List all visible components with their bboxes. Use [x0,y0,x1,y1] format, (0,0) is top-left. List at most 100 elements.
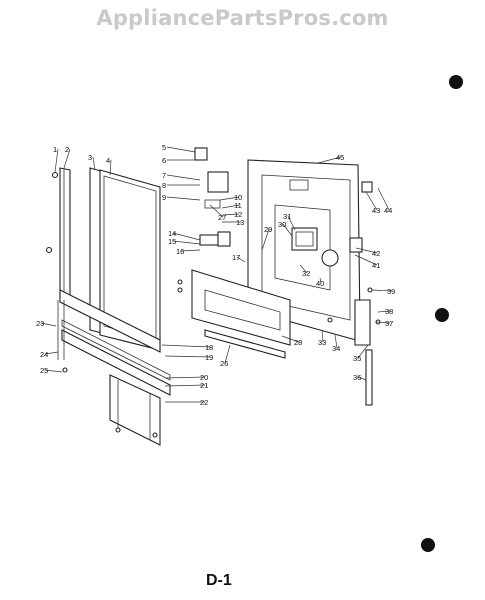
callout-leader-45 [317,156,342,164]
callout-leader-24 [44,351,59,355]
callout-leader-15 [172,240,201,245]
callout-label-3: 3 [88,153,92,162]
callout-label-7: 7 [162,171,166,180]
callout-leader-7 [166,174,201,181]
callout-label-37: 37 [385,319,393,328]
page-code: D-1 [206,572,232,589]
callout-label-12: 12 [234,210,242,219]
callout-leader-39 [371,289,393,292]
callout-label-42: 42 [372,249,380,258]
kick-plate [109,374,161,446]
callout-label-35: 35 [353,354,361,363]
callout-label-36: 36 [353,373,361,382]
registration-dot-middle [435,308,449,322]
callout-leader-35 [357,344,369,359]
callout-leader-lines [40,146,393,403]
callout-label-34: 34 [332,344,340,353]
callout-leader-28 [281,335,300,343]
callout-label-25: 25 [40,366,48,375]
callout-leader-2 [63,148,71,169]
callout-leader-36 [357,376,367,381]
callout-label-13: 13 [236,218,244,227]
screws [45,171,381,438]
callout-label-8: 8 [162,181,166,190]
callout-leader-16 [180,249,201,252]
callout-leader-37 [375,321,391,324]
watermark: AppliancePartsPros.com [96,6,389,30]
registration-dot-top [449,75,463,89]
callout-leader-5 [166,146,196,153]
callout-leader-12 [221,213,240,216]
callout-leader-10 [219,196,240,201]
callout-label-22: 22 [200,398,208,407]
callout-leader-30 [282,223,293,237]
callout-label-4: 4 [106,156,110,165]
callout-label-2: 2 [65,145,69,154]
callout-leader-18 [161,344,211,348]
callout-label-24: 24 [40,350,48,359]
callout-label-19: 19 [205,353,213,362]
callout-leader-14 [172,232,201,241]
callout-leader-23 [40,322,57,327]
callout-label-15: 15 [168,237,176,246]
callout-leader-19 [164,355,211,358]
control-console [191,269,291,359]
callout-label-44: 44 [384,206,392,215]
callout-label-18: 18 [205,343,213,352]
callout-label-26: 26 [220,359,228,368]
detergent-dispenser [291,227,339,267]
callout-label-43: 43 [372,206,380,215]
callout-leader-32 [299,264,308,274]
callout-leader-42 [355,247,378,254]
callout-label-20: 20 [200,373,208,382]
callout-leader-21 [164,384,206,387]
callout-label-10: 10 [234,193,242,202]
callout-label-5: 5 [162,143,166,152]
callout-label-45: 45 [336,153,344,162]
callout-leader-27 [209,204,224,218]
callout-leader-20 [164,376,206,379]
callout-leader-41 [354,254,378,266]
callout-label-39: 39 [387,287,395,296]
callout-label-32: 32 [302,269,310,278]
callout-label-14: 14 [168,229,176,238]
callout-label-41: 41 [372,261,380,270]
callout-leader-33 [321,329,324,343]
door-hinge-arm [354,299,373,406]
callout-label-28: 28 [294,338,302,347]
callout-label-30: 30 [278,220,286,229]
callout-leader-31 [287,215,296,231]
callout-label-31: 31 [283,212,291,221]
callout-label-9: 9 [162,193,166,202]
callout-label-40: 40 [316,279,324,288]
callout-leader-17 [236,256,246,263]
callout-leader-25 [44,369,63,373]
callout-label-16: 16 [176,247,184,256]
callout-leader-34 [334,334,338,349]
callout-label-33: 33 [318,338,326,347]
callout-leader-3 [92,156,96,171]
callout-label-27: 27 [218,213,226,222]
callout-leader-4 [109,159,112,176]
callout-label-21: 21 [200,381,208,390]
callout-label-11: 11 [234,201,242,210]
callout-leader-29 [261,228,270,251]
latch-hardware [194,147,231,247]
callout-leader-9 [166,196,201,201]
callout-leader-26 [224,344,231,364]
callout-leader-40 [319,277,322,284]
callout-label-6: 6 [162,156,166,165]
door-edge-strip [59,167,71,301]
callout-label-23: 23 [36,319,44,328]
callout-label-38: 38 [385,307,393,316]
callout-label-1: 1 [53,145,57,154]
lower-trim-channel [57,289,171,396]
callout-leader-11 [221,204,240,209]
callout-label-29: 29 [264,225,272,234]
callout-leader-44 [377,187,390,211]
callout-leader-38 [377,310,391,313]
callout-leader-43 [365,191,378,211]
callout-leader-1 [54,148,59,173]
